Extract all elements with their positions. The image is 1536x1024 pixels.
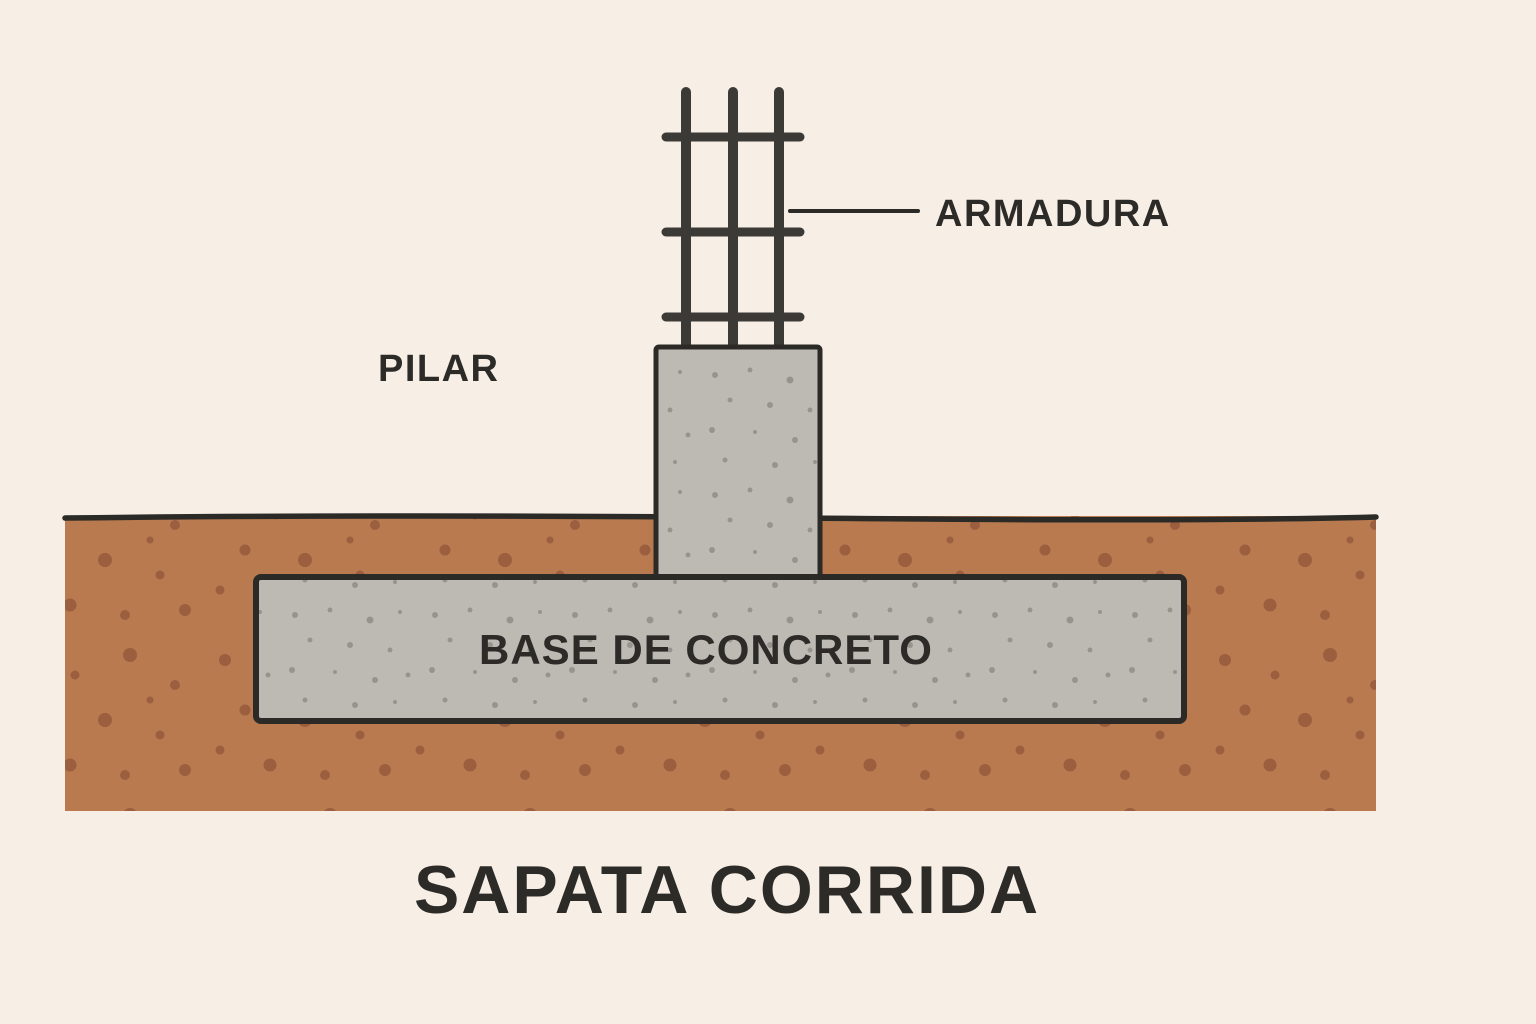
concrete-base	[253, 574, 1187, 724]
label-pilar: PILAR	[378, 348, 500, 390]
label-armadura: ARMADURA	[935, 193, 1171, 235]
diagram-title: SAPATA CORRIDA	[414, 852, 1040, 928]
concrete-pillar	[653, 344, 823, 586]
rebar-cage	[661, 87, 805, 360]
label-base-de-concreto: BASE DE CONCRETO	[479, 626, 933, 673]
